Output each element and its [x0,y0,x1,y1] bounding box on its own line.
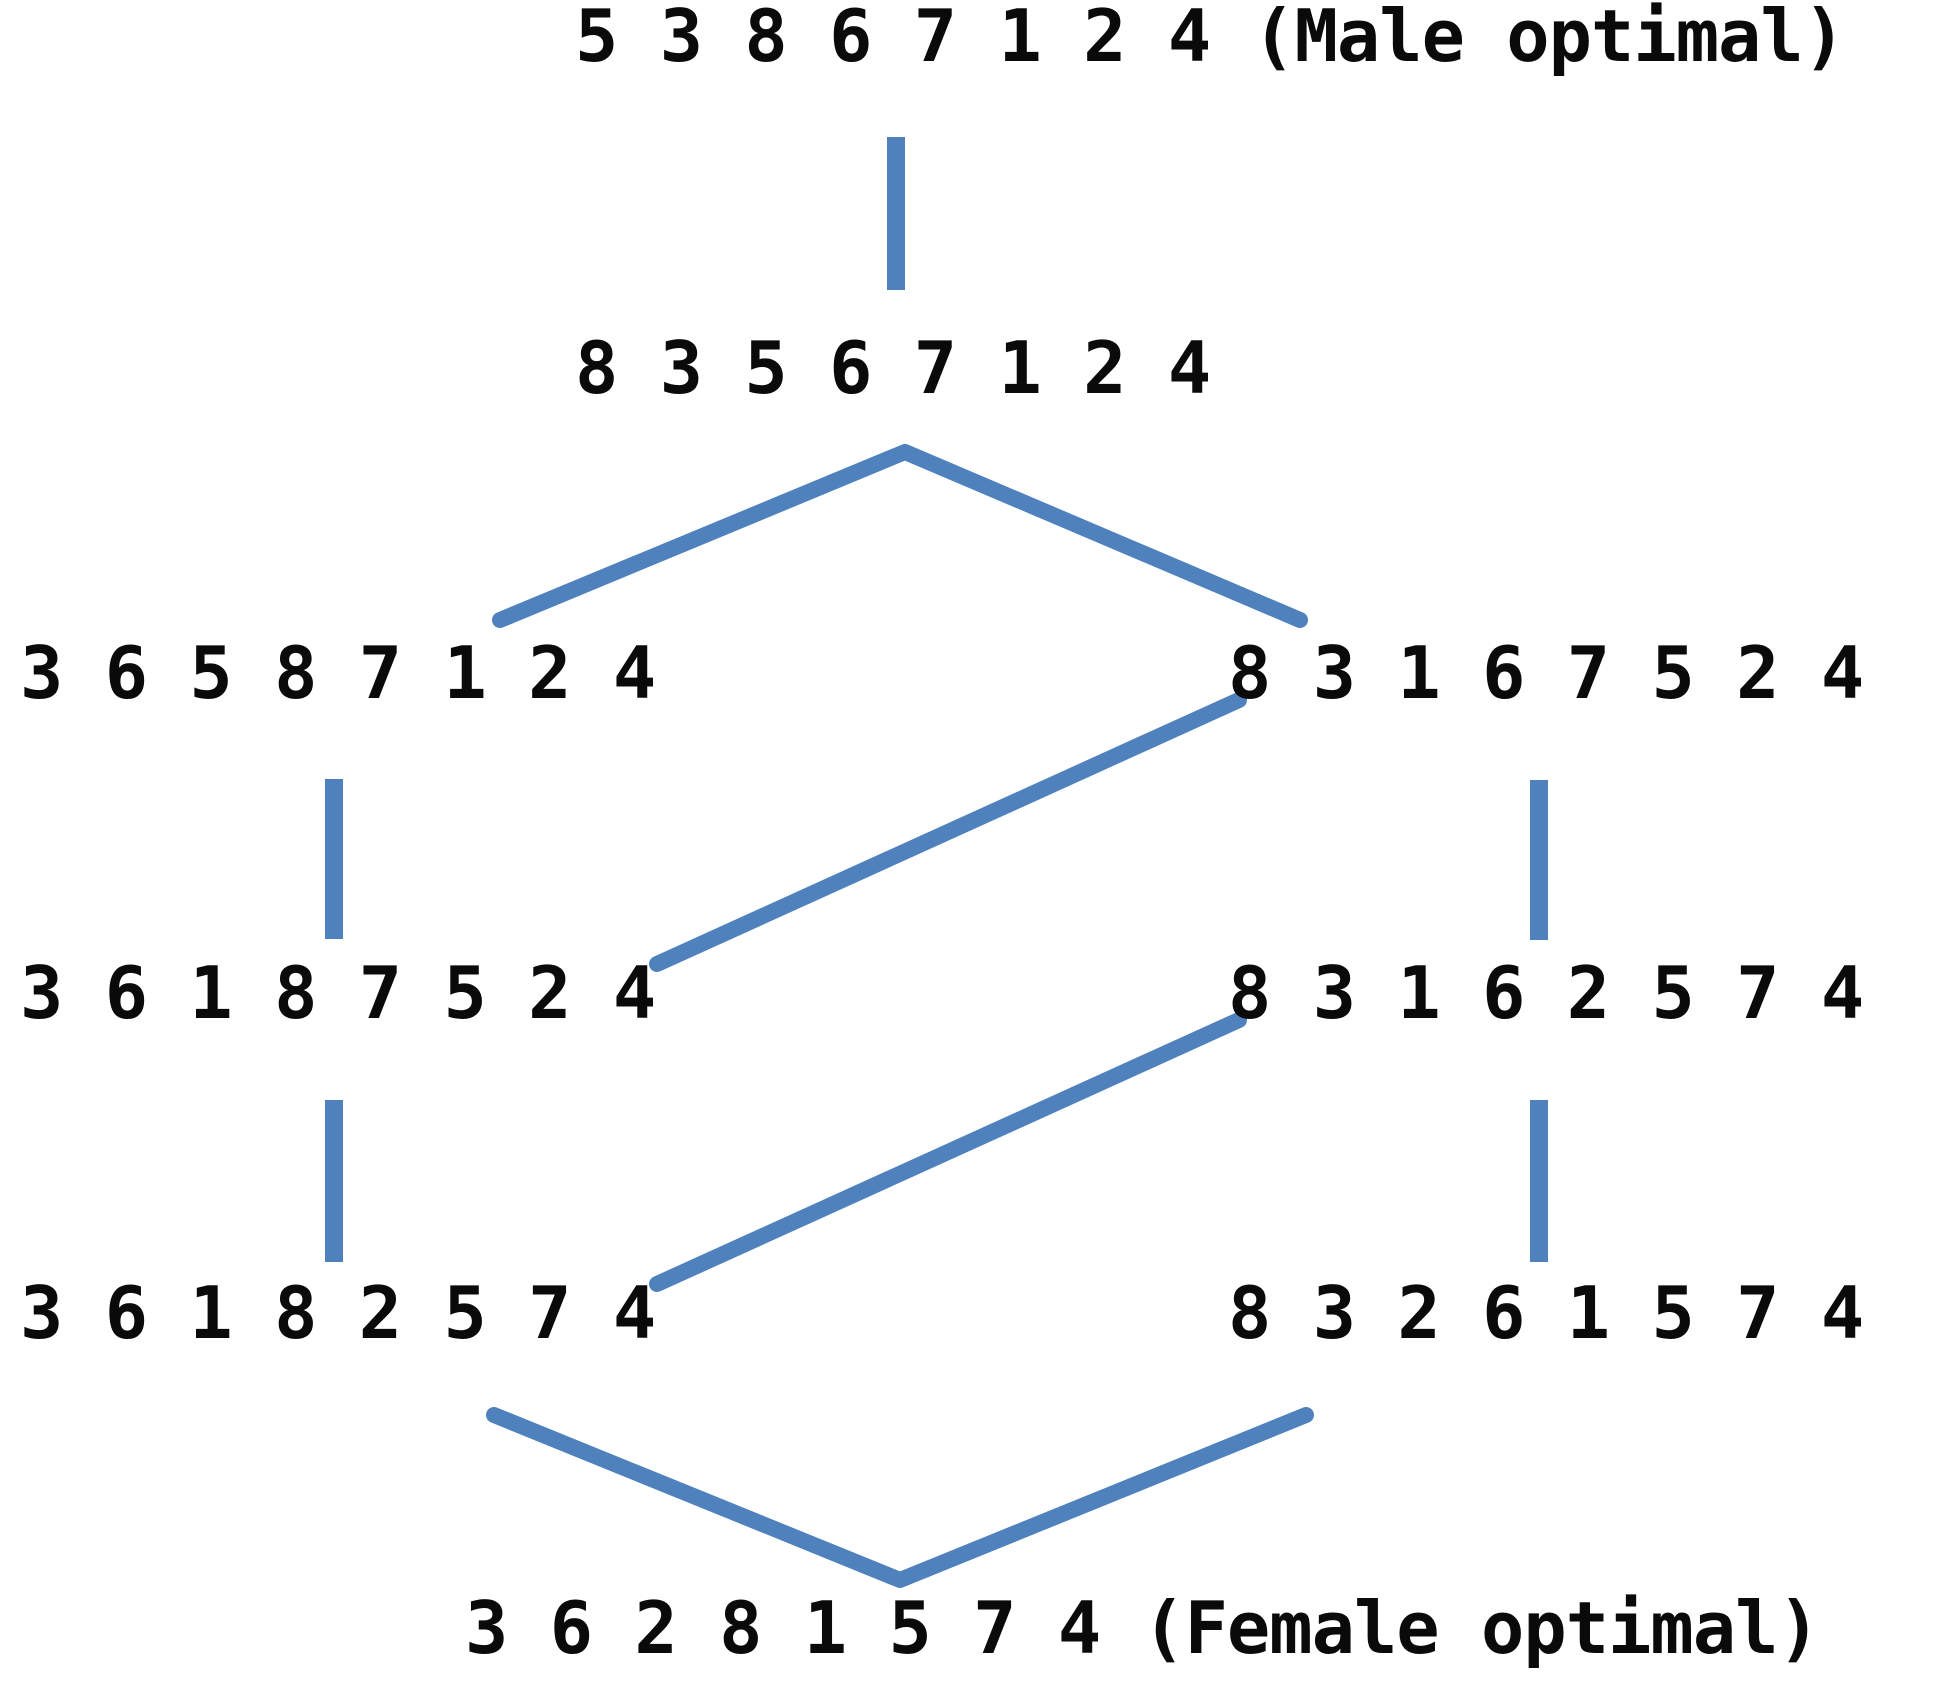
node-sequence: 8 3 2 6 1 5 7 4 [1228,1271,1864,1355]
node-sequence: 8 3 5 6 7 1 2 4 [575,326,1211,410]
node-annotation-female-optimal: (Female optimal) [1142,1586,1821,1670]
node-level5-left: 3 6 1 8 2 5 7 4 [20,1277,656,1349]
node-level3-right: 8 3 1 6 7 5 2 4 [1228,637,1864,709]
node-level5-right: 8 3 2 6 1 5 7 4 [1228,1277,1864,1349]
edge-level2-to-level3-left-and-right [492,444,1308,628]
node-level3-left: 3 6 5 8 7 1 2 4 [20,637,656,709]
node-sequence: 3 6 5 8 7 1 2 4 [20,631,656,715]
node-sequence: 3 6 1 8 2 5 7 4 [20,1271,656,1355]
node-level4-right: 8 3 1 6 2 5 7 4 [1228,957,1864,1029]
edge-level3-right-to-level4-left [649,692,1247,972]
edge-level4-right-to-level5-left [649,1012,1247,1292]
node-sequence: 3 6 1 8 7 5 2 4 [20,951,656,1035]
edge-level5-left-and-right-to-female-optimal [486,1407,1314,1588]
node-level2: 8 3 5 6 7 1 2 4 [575,332,1211,404]
node-female-optimal: 3 6 2 8 1 5 7 4(Female optimal) [465,1592,1821,1664]
node-level4-left: 3 6 1 8 7 5 2 4 [20,957,656,1029]
node-annotation-male-optimal: (Male optimal) [1252,0,1846,78]
node-sequence: 8 3 1 6 2 5 7 4 [1228,951,1864,1035]
node-male-optimal: 5 3 8 6 7 1 2 4(Male optimal) [575,0,1846,72]
node-sequence: 8 3 1 6 7 5 2 4 [1228,631,1864,715]
node-sequence: 5 3 8 6 7 1 2 4 [575,0,1211,78]
node-sequence: 3 6 2 8 1 5 7 4 [465,1586,1101,1670]
